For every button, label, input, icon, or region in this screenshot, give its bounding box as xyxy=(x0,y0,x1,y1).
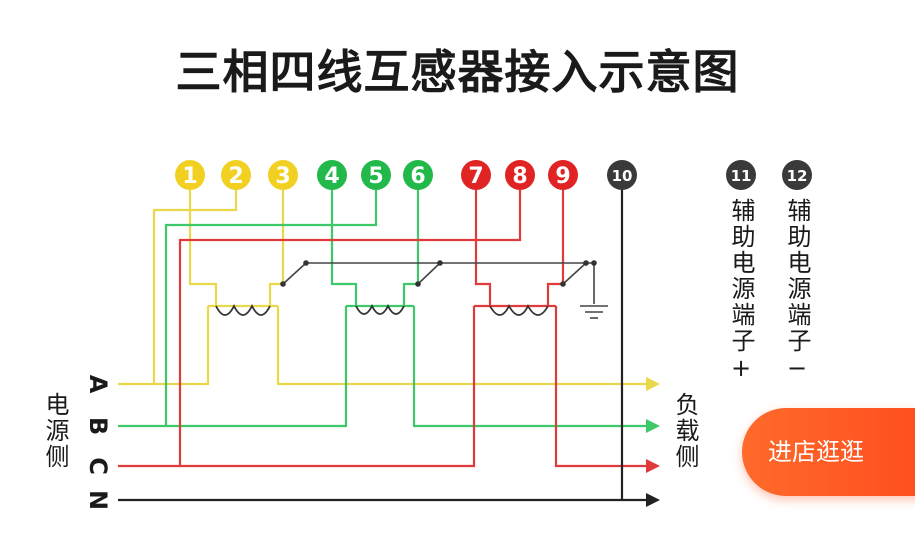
phase-a-incoming-wire xyxy=(118,306,210,386)
link-dot xyxy=(437,260,443,266)
terminal-9-wire xyxy=(546,190,565,306)
phase-c-outgoing-wire xyxy=(554,306,650,468)
arrowheads xyxy=(646,377,660,507)
terminal-2-label: 2 xyxy=(228,164,243,189)
terminal-1-circle xyxy=(175,160,205,190)
voltage-links xyxy=(282,262,608,319)
terminal-1-wire xyxy=(188,190,218,306)
terminal-6-label: 6 xyxy=(410,164,425,189)
terminal-8-label: 8 xyxy=(512,164,527,189)
link-dot xyxy=(280,281,286,287)
terminal-12-label: 12 xyxy=(787,167,808,185)
terminal-1-label: 1 xyxy=(182,164,197,189)
arrow-b xyxy=(646,419,660,433)
terminal-7-circle xyxy=(461,160,491,190)
terminal-7-label: 7 xyxy=(468,164,483,189)
phase-b-wires xyxy=(118,190,650,428)
terminal-3-wire xyxy=(268,190,285,306)
ct-coils xyxy=(215,303,549,316)
terminal-3-circle xyxy=(268,160,298,190)
terminal-7-wire xyxy=(474,190,492,306)
link-dot xyxy=(415,281,421,287)
diagram-title: 三相四线互感器接入示意图 xyxy=(175,45,740,99)
terminal-8-wire xyxy=(178,190,522,466)
terminal-numbers: 1 2 3 4 5 6 7 8 9 10 11 12 xyxy=(182,164,807,189)
source-side-label: 电源侧 xyxy=(41,392,69,470)
terminal-2-circle xyxy=(221,160,251,190)
link-dot xyxy=(591,260,597,266)
ct-b-coil xyxy=(355,303,405,315)
arrow-c xyxy=(646,459,660,473)
link-dots xyxy=(280,260,597,287)
link-dot xyxy=(303,260,309,266)
terminal-10-circle xyxy=(607,160,637,190)
terminal-6-wire xyxy=(402,190,420,306)
terminal-11-circle xyxy=(726,160,756,190)
terminal-8-circle xyxy=(505,160,535,190)
terminal-9-label: 9 xyxy=(555,164,570,189)
terminal-10-label: 10 xyxy=(612,167,633,185)
phase-a-outgoing-wire xyxy=(276,306,650,386)
link-dot xyxy=(560,281,566,287)
phase-b-incoming-wire xyxy=(118,306,348,428)
terminal-5-wire xyxy=(164,190,378,426)
ct-c-coil xyxy=(489,304,549,316)
link-dot xyxy=(583,260,589,266)
link-c xyxy=(562,262,587,285)
arrow-a xyxy=(646,377,660,391)
terminal-4-wire xyxy=(330,190,358,306)
phase-c-incoming-wire xyxy=(118,306,476,468)
phase-n-letter: N xyxy=(84,489,112,511)
phase-c-wires xyxy=(118,190,650,468)
terminal-2-wire xyxy=(152,190,238,384)
visit-shop-button[interactable]: 进店逛逛 xyxy=(742,408,915,496)
arrow-n xyxy=(646,493,660,507)
terminal-5-circle xyxy=(361,160,391,190)
terminal-9-circle xyxy=(548,160,578,190)
link-b xyxy=(417,262,441,285)
load-side-label: 负载侧 xyxy=(671,392,699,470)
phase-c-letter: C xyxy=(84,457,112,475)
aux-terminal-plus-label: 辅助电源端子+ xyxy=(727,198,755,384)
terminal-12-circle xyxy=(782,160,812,190)
terminal-6-circle xyxy=(403,160,433,190)
phase-b-outgoing-wire xyxy=(412,306,650,428)
terminal-circles xyxy=(175,160,812,190)
terminal-4-label: 4 xyxy=(324,164,339,189)
phase-a-letter: A xyxy=(84,374,112,394)
terminal-11-label: 11 xyxy=(731,167,752,185)
aux-terminal-minus-label: 辅助电源端子− xyxy=(783,198,811,384)
terminal-3-label: 3 xyxy=(275,164,290,189)
ct-a-coil xyxy=(215,303,271,316)
phase-a-wires xyxy=(118,190,650,386)
neutral-wires xyxy=(118,190,650,502)
link-a xyxy=(282,262,307,285)
terminal-5-label: 5 xyxy=(368,164,383,189)
phase-b-letter: B xyxy=(84,416,112,436)
terminal-4-circle xyxy=(317,160,347,190)
